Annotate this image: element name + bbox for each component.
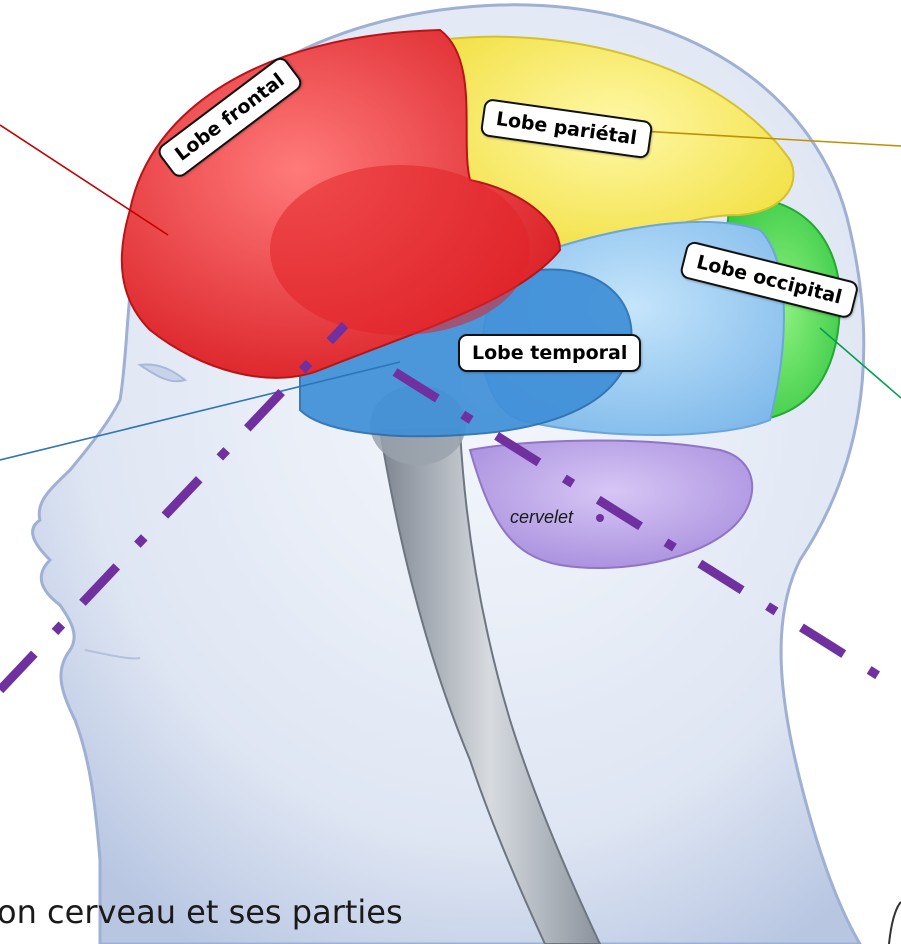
corner-circle-fragment [889,902,901,944]
cervelet-marker [596,514,604,522]
insula-overlap [270,165,530,335]
caption-text: on cerveau et ses parties [0,893,403,931]
label-cervelet: cervelet [510,507,573,528]
label-lobe-temporal: Lobe temporal [458,334,641,372]
